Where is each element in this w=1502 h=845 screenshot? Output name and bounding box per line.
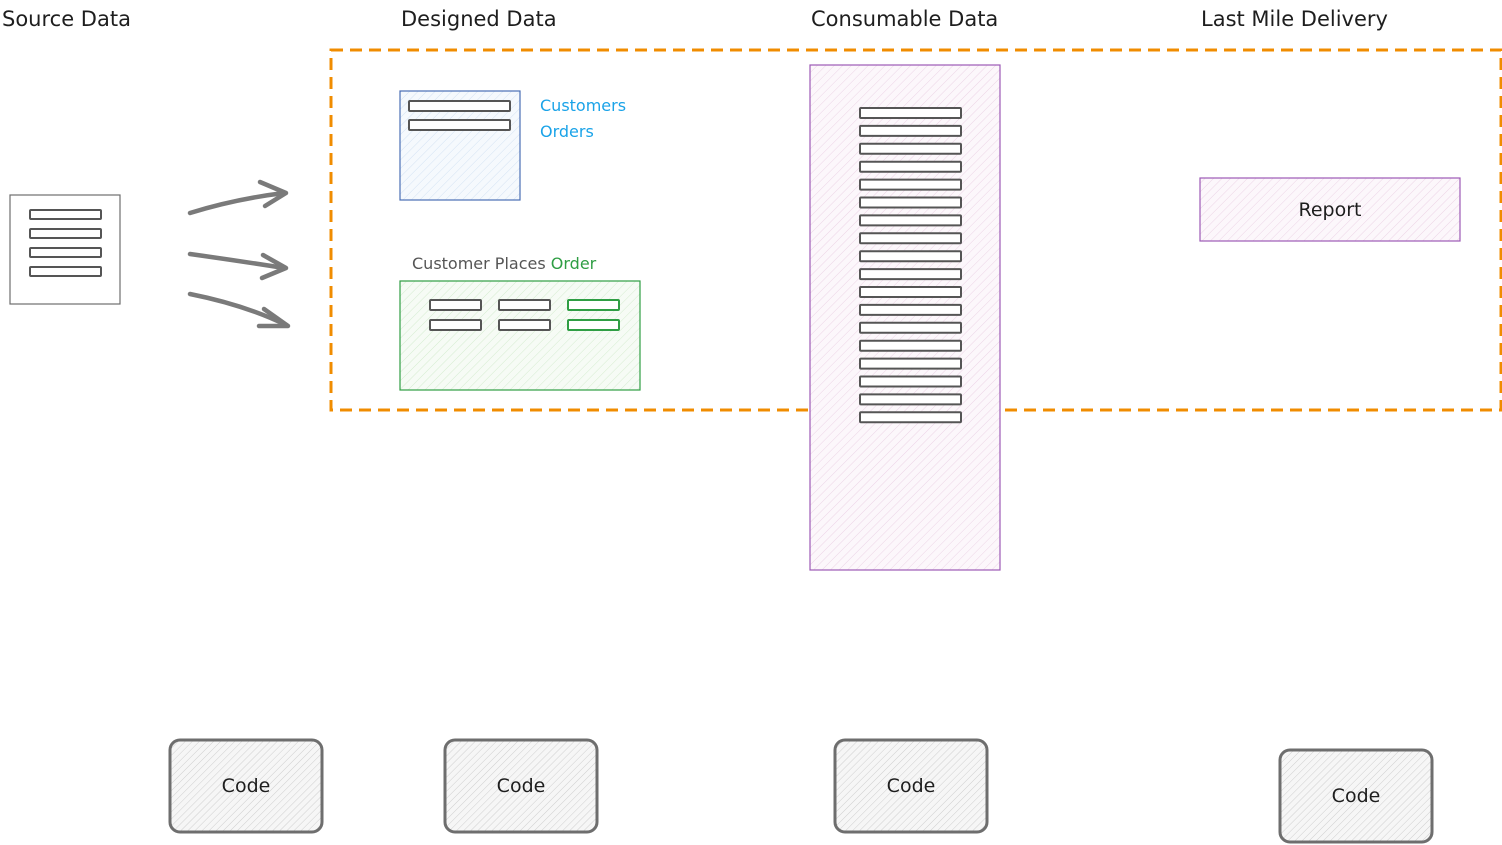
heading-last-mile-delivery: Last Mile Delivery xyxy=(1201,7,1388,31)
code-label: Code xyxy=(497,775,546,797)
event-label-highlight: Order xyxy=(551,254,597,273)
event-table xyxy=(399,280,641,391)
consumable-row-bar xyxy=(859,411,962,424)
event-label: Customer Places Order xyxy=(412,254,597,273)
consumable-row-bar xyxy=(859,393,962,406)
source-table-icon xyxy=(9,194,121,305)
event-label-prefix: Customer Places xyxy=(412,254,546,273)
consumable-row-bar xyxy=(859,178,962,191)
code-label: Code xyxy=(1332,785,1381,807)
consumable-row-bar xyxy=(859,268,962,281)
consumable-row-bar xyxy=(859,339,962,352)
heading-source-data: Source Data xyxy=(2,7,131,31)
report-box: Report xyxy=(1199,177,1461,242)
code-label: Code xyxy=(887,775,936,797)
code-block-last-mile: Code xyxy=(1278,748,1434,844)
consumable-row-bar xyxy=(859,232,962,245)
consumable-row-bar xyxy=(859,357,962,370)
code-block-consumable: Code xyxy=(833,738,989,834)
entity-table xyxy=(399,90,521,201)
consumable-row-bar xyxy=(859,196,962,209)
consumable-row-bar xyxy=(859,321,962,334)
consumable-row-bar xyxy=(859,107,962,119)
heading-consumable-data: Consumable Data xyxy=(811,7,998,31)
arrow-right-icon xyxy=(187,179,289,216)
heading-designed-data: Designed Data xyxy=(401,7,557,31)
consumable-row-bar xyxy=(859,160,962,173)
code-block-designed: Code xyxy=(443,738,599,834)
consumable-row-bar xyxy=(859,142,962,155)
consumable-row-bar xyxy=(859,375,962,388)
arrow-right-icon xyxy=(187,251,289,281)
consumable-row-bar xyxy=(859,250,962,263)
code-block-source: Code xyxy=(168,738,324,834)
code-label: Code xyxy=(222,775,271,797)
consumable-row-bar xyxy=(859,124,962,137)
arrow-group xyxy=(187,179,291,329)
consumable-row-bar xyxy=(859,286,962,298)
consumable-table xyxy=(809,64,1001,571)
consumable-rows xyxy=(859,107,962,424)
consumable-row-bar xyxy=(859,303,962,316)
entity-label-orders: Orders xyxy=(540,122,594,141)
entity-label-customers: Customers xyxy=(540,96,626,115)
consumable-row-bar xyxy=(859,214,962,227)
arrow-right-icon xyxy=(187,291,291,329)
report-label: Report xyxy=(1299,199,1362,221)
